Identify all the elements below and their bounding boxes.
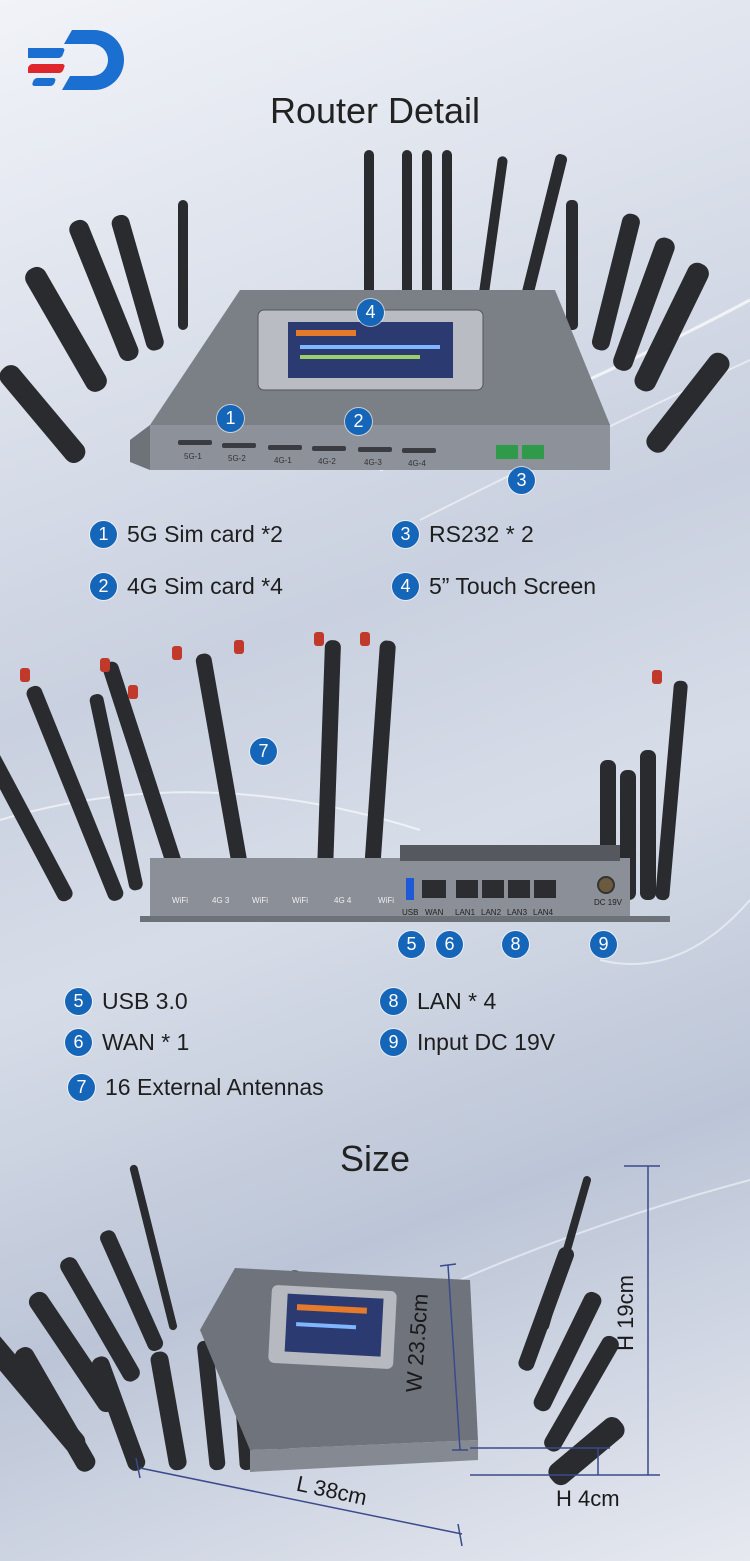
callout-badge: 9: [590, 931, 617, 958]
feature-label: 4G Sim card *4: [127, 573, 283, 599]
slot-label: 5G-1: [184, 452, 202, 461]
callout-badge: 4: [357, 299, 384, 326]
router-rear-view: 5 6 7 8 9 USB WAN LAN1 LAN2 LAN3 LAN4 DC…: [0, 630, 750, 970]
feature-lan: 8 LAN * 4: [380, 988, 496, 1015]
feature-number: 4: [392, 573, 419, 600]
antenna-label: WiFi: [292, 896, 308, 905]
dimension-height-body: H 4cm: [556, 1486, 620, 1511]
feature-antennas: 7 16 External Antennas: [68, 1074, 324, 1101]
feature-number: 5: [65, 988, 92, 1015]
port-label: USB: [402, 908, 419, 917]
slot-label: 5G-2: [228, 454, 246, 463]
feature-number: 1: [90, 521, 117, 548]
feature-dc-input: 9 Input DC 19V: [380, 1029, 555, 1056]
feature-number: 6: [65, 1029, 92, 1056]
feature-label: Input DC 19V: [417, 1029, 556, 1055]
slot-label: 4G-1: [274, 456, 292, 465]
callout-badge: 6: [436, 931, 463, 958]
antenna-label: 4G 4: [334, 896, 352, 905]
feature-5g-sim: 1 5G Sim card *2: [90, 521, 283, 548]
feature-label: LAN * 4: [417, 988, 497, 1014]
antenna-label: WiFi: [252, 896, 268, 905]
router-size-illustration: [0, 1164, 660, 1547]
feature-number: 9: [380, 1029, 407, 1056]
page-title: Router Detail: [269, 90, 481, 131]
brand-logo: [28, 30, 124, 90]
router-top-illustration: [0, 150, 730, 470]
dimension-height-total: H 19cm: [612, 1275, 638, 1351]
feature-label: 5G Sim card *2: [127, 521, 283, 547]
callout-badge: 3: [508, 467, 535, 494]
port-label: LAN1: [455, 908, 476, 917]
feature-label: 5” Touch Screen: [429, 573, 597, 599]
port-label: WAN: [425, 908, 444, 917]
feature-number: 8: [380, 988, 407, 1015]
antenna-label: 4G 3: [212, 896, 230, 905]
port-label: DC 19V: [594, 898, 623, 907]
router-rear-illustration: [0, 632, 688, 922]
feature-rs232: 3 RS232 * 2: [392, 521, 534, 548]
feature-wan: 6 WAN * 1: [65, 1029, 189, 1056]
feature-label: RS232 * 2: [429, 521, 534, 547]
slot-label: 4G-4: [408, 459, 426, 468]
router-size-view: L 38cm W 23.5cm H 19cm H 4cm: [0, 1150, 750, 1561]
router-top-view: 1 2 3 4 5G-1 5G-2 4G-1 4G-2 4G-3 4G-4: [0, 140, 750, 500]
feature-4g-sim: 2 4G Sim card *4: [90, 573, 283, 600]
port-label: LAN3: [507, 908, 528, 917]
antenna-label: WiFi: [378, 896, 394, 905]
callout-badge: 7: [250, 738, 277, 765]
feature-label: 16 External Antennas: [105, 1074, 324, 1100]
slot-label: 4G-3: [364, 458, 382, 467]
feature-number: 7: [68, 1074, 95, 1101]
size-title: Size: [339, 1138, 411, 1179]
callout-badge: 2: [345, 408, 372, 435]
feature-number: 2: [90, 573, 117, 600]
antenna-label: WiFi: [172, 896, 188, 905]
feature-number: 3: [392, 521, 419, 548]
callout-badge: 8: [502, 931, 529, 958]
port-label: LAN4: [533, 908, 554, 917]
feature-touch-screen: 4 5” Touch Screen: [392, 573, 596, 600]
feature-usb: 5 USB 3.0: [65, 988, 188, 1015]
slot-label: 4G-2: [318, 457, 336, 466]
feature-label: USB 3.0: [102, 988, 188, 1014]
feature-label: WAN * 1: [102, 1029, 190, 1055]
port-label: LAN2: [481, 908, 502, 917]
callout-badge: 5: [398, 931, 425, 958]
callout-badge: 1: [217, 405, 244, 432]
